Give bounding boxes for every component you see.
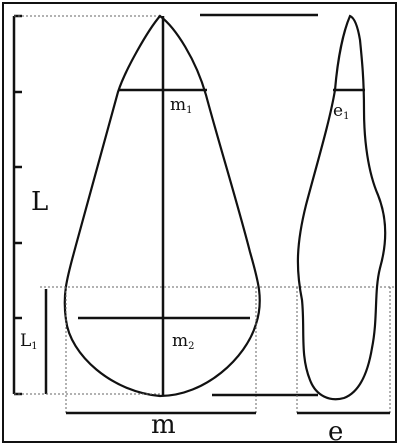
label-m1: m1 [170,95,193,116]
outer-frame [2,2,397,443]
label-m2: m2 [172,331,195,352]
label-L: L [31,187,48,217]
face-view-dotted-box [14,286,395,414]
side-view-outline [296,14,387,401]
side-view-dotted-box [296,287,391,414]
label-e: e [328,417,343,445]
label-e1: e1 [333,101,349,122]
label-m: m [151,410,176,440]
face-view-outline [63,14,261,398]
label-L1: L1 [20,331,38,352]
